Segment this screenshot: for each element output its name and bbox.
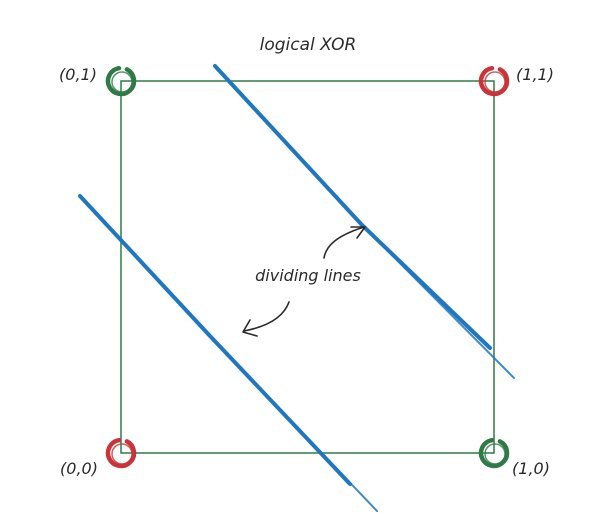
- diagram-title: logical XOR: [260, 35, 357, 55]
- annotation-label: dividing lines: [255, 266, 361, 285]
- dividing-line-lower: [78, 194, 378, 512]
- arrow-upper: [323, 226, 366, 259]
- point-marker-0-1: [105, 65, 137, 97]
- point-marker-0-0: [105, 437, 137, 469]
- point-marker-1-1: [478, 65, 510, 97]
- corner-markers: [105, 65, 510, 469]
- point-label-0-1: (0,1): [59, 65, 97, 84]
- unit-square: [120, 80, 495, 454]
- point-label-0-0: (0,0): [60, 459, 98, 478]
- dividing-line-upper: [213, 64, 515, 379]
- arrow-lower: [242, 301, 290, 337]
- point-label-1-1: (1,1): [516, 65, 554, 84]
- point-marker-1-0: [478, 437, 510, 469]
- point-label-1-0: (1,0): [512, 459, 550, 478]
